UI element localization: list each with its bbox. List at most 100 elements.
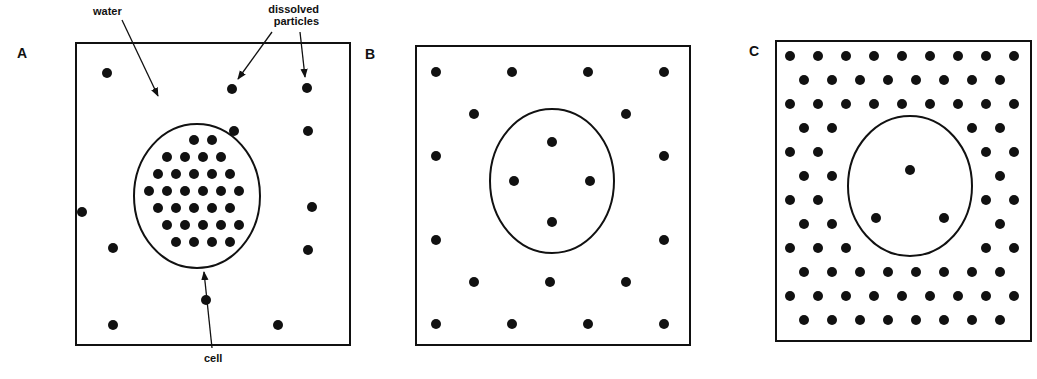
leader-line bbox=[300, 32, 305, 77]
particle-dot bbox=[227, 84, 237, 94]
particle-dot bbox=[547, 137, 557, 147]
particle-dot bbox=[799, 315, 809, 325]
particle-dot bbox=[545, 277, 555, 287]
callout-label: cell bbox=[203, 352, 223, 364]
particle-dot bbox=[939, 267, 949, 277]
particle-dot bbox=[995, 171, 1005, 181]
particle-dot bbox=[995, 219, 1005, 229]
particle-dot bbox=[234, 186, 244, 196]
particle-dot bbox=[153, 203, 163, 213]
callout-label: water bbox=[92, 5, 123, 17]
particle-dot bbox=[981, 195, 991, 205]
particle-dot bbox=[939, 75, 949, 85]
particle-dot bbox=[162, 152, 172, 162]
particle-dot bbox=[583, 319, 593, 329]
particle-dot bbox=[813, 243, 823, 253]
beaker-panel: A bbox=[75, 42, 351, 346]
particle-dot bbox=[841, 291, 851, 301]
particle-dot bbox=[967, 267, 977, 277]
particle-dot bbox=[207, 203, 217, 213]
particle-dot bbox=[799, 75, 809, 85]
particle-dot bbox=[953, 51, 963, 61]
particle-dot bbox=[207, 169, 217, 179]
particle-dot bbox=[189, 203, 199, 213]
particle-dot bbox=[925, 99, 935, 109]
particle-dot bbox=[799, 123, 809, 133]
particle-dot bbox=[871, 213, 881, 223]
particle-dot bbox=[827, 123, 837, 133]
cell-outline bbox=[134, 124, 260, 268]
particle-dot bbox=[855, 315, 865, 325]
particle-dot bbox=[855, 75, 865, 85]
particle-dot bbox=[827, 171, 837, 181]
particle-dot bbox=[785, 147, 795, 157]
particle-dot bbox=[583, 67, 593, 77]
particle-dot bbox=[785, 51, 795, 61]
particle-dot bbox=[198, 220, 208, 230]
particle-dot bbox=[911, 315, 921, 325]
particle-dot bbox=[925, 291, 935, 301]
particle-dot bbox=[303, 126, 313, 136]
particle-dot bbox=[995, 315, 1005, 325]
particle-dot bbox=[189, 135, 199, 145]
particle-dot bbox=[813, 99, 823, 109]
particle-dot bbox=[813, 51, 823, 61]
particle-dot bbox=[234, 220, 244, 230]
particle-dot bbox=[799, 219, 809, 229]
particle-dot bbox=[813, 195, 823, 205]
particle-dot bbox=[911, 75, 921, 85]
particle-dot bbox=[785, 291, 795, 301]
particle-dot bbox=[659, 151, 669, 161]
particle-dot bbox=[216, 220, 226, 230]
particle-dot bbox=[198, 152, 208, 162]
beaker-panel: B bbox=[415, 45, 691, 346]
particle-dot bbox=[162, 186, 172, 196]
particle-dot bbox=[827, 267, 837, 277]
particle-dot bbox=[171, 203, 181, 213]
particle-dot bbox=[813, 147, 823, 157]
particle-dot bbox=[659, 319, 669, 329]
particle-dot bbox=[162, 220, 172, 230]
particle-dot bbox=[77, 207, 87, 217]
particle-dot bbox=[981, 99, 991, 109]
particle-dot bbox=[981, 147, 991, 157]
particle-dot bbox=[659, 235, 669, 245]
particle-dot bbox=[547, 217, 557, 227]
particle-dot bbox=[153, 169, 163, 179]
particle-dot bbox=[869, 291, 879, 301]
particle-dot bbox=[171, 237, 181, 247]
particle-dot bbox=[827, 75, 837, 85]
particle-dot bbox=[216, 186, 226, 196]
particle-dot bbox=[1009, 195, 1019, 205]
particle-dot bbox=[995, 75, 1005, 85]
particle-dot bbox=[911, 267, 921, 277]
particle-dot bbox=[785, 243, 795, 253]
particle-dot bbox=[171, 169, 181, 179]
particle-dot bbox=[827, 315, 837, 325]
particle-dot bbox=[925, 51, 935, 61]
particle-dot bbox=[883, 267, 893, 277]
particle-dot bbox=[981, 51, 991, 61]
particle-dot bbox=[897, 99, 907, 109]
particle-dot bbox=[144, 186, 154, 196]
particle-dot bbox=[621, 109, 631, 119]
particle-dot bbox=[1009, 99, 1019, 109]
particle-dot bbox=[216, 152, 226, 162]
leader-line bbox=[122, 20, 158, 96]
particle-dot bbox=[102, 68, 112, 78]
particle-dot bbox=[953, 291, 963, 301]
particle-dot bbox=[207, 135, 217, 145]
particle-dot bbox=[180, 220, 190, 230]
particle-dots bbox=[77, 51, 1019, 330]
panel-letter: C bbox=[749, 44, 759, 58]
particle-dot bbox=[307, 202, 317, 212]
particle-dot bbox=[967, 315, 977, 325]
particle-dot bbox=[967, 75, 977, 85]
particle-dot bbox=[841, 99, 851, 109]
particle-dot bbox=[189, 237, 199, 247]
particle-dot bbox=[869, 99, 879, 109]
particle-dot bbox=[431, 319, 441, 329]
particle-dot bbox=[813, 291, 823, 301]
particle-dot bbox=[1009, 291, 1019, 301]
